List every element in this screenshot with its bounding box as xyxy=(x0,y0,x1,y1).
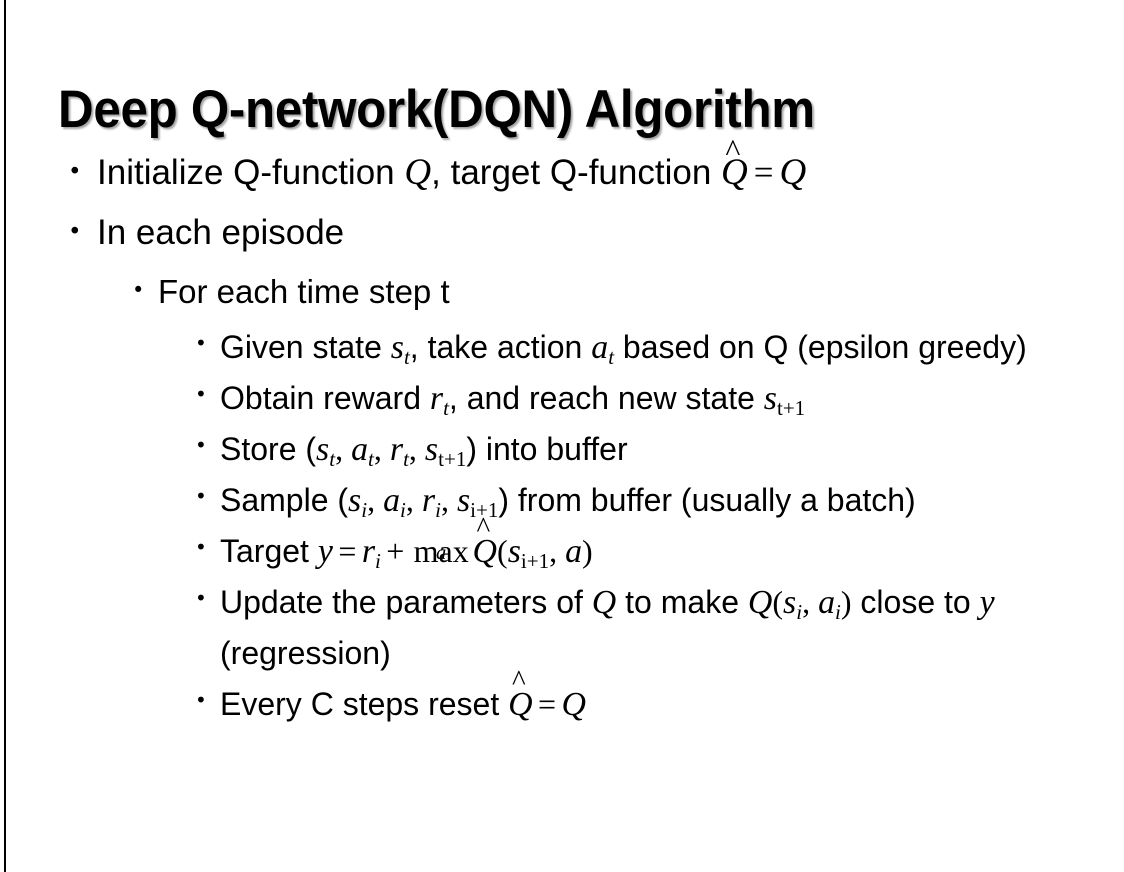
math-subscript: t xyxy=(368,447,374,472)
list-item-initialize: • Initialize Q-function Q, target Q-func… xyxy=(0,133,1124,198)
list-item-text: Every C steps reset ^Q=Q xyxy=(220,665,1124,730)
bullet-dot-icon: • xyxy=(132,278,145,302)
math-var-r: rt xyxy=(429,380,449,421)
math-var-s: st xyxy=(390,329,410,370)
list-item-text: Update the parameters of Q to make Q(si,… xyxy=(220,584,995,671)
math-operator-equals: = xyxy=(753,153,774,192)
circumflex-accent-icon: ^ xyxy=(725,133,741,169)
math-var-s: st xyxy=(316,431,336,472)
list-item-given-state: • Given state st, take action at based o… xyxy=(0,322,1124,373)
circumflex-accent-icon: ^ xyxy=(512,665,526,698)
math-subscript: i+1 xyxy=(520,549,550,574)
bullet-dot-icon: • xyxy=(68,219,82,245)
math-var-r: rt xyxy=(389,431,409,472)
math-subscript: i xyxy=(361,498,368,523)
list-item-text: Initialize Q-function Q, target Q-functi… xyxy=(97,133,1124,198)
list-item-update: • Update the parameters of Q to make Q(s… xyxy=(0,577,1124,679)
circumflex-accent-icon: ^ xyxy=(476,512,491,545)
math-subscript: t+1 xyxy=(438,447,467,472)
math-subscript: i xyxy=(796,600,803,625)
list-item-text: Given state st, take action at based on … xyxy=(220,329,1027,370)
bullet-dot-icon: • xyxy=(195,382,207,406)
math-var-q: Q xyxy=(591,584,617,621)
list-item-sample: • Sample (si, ai, ri, si+1) from buffer … xyxy=(0,475,1124,526)
math-subscript: t xyxy=(329,447,336,472)
list-item-text: For each time step t xyxy=(158,273,450,310)
bullet-dot-icon: • xyxy=(195,586,207,610)
math-var-r: ri xyxy=(421,482,441,523)
bullet-dot-icon: • xyxy=(195,433,207,457)
page-title: Deep Q-network(DQN) Algorithm xyxy=(58,79,815,139)
math-var-s: si xyxy=(783,584,803,625)
bullet-dot-icon: • xyxy=(68,159,82,185)
math-operator-equals: = xyxy=(338,533,357,569)
algorithm-bullet-list: • Initialize Q-function Q, target Q-func… xyxy=(0,133,1124,730)
math-subscript: i+1 xyxy=(470,498,499,523)
list-item-text: Sample (si, ai, ri, si+1) from buffer (u… xyxy=(220,482,916,523)
math-max-limit: a xyxy=(436,541,447,564)
list-item-timestep: • For each time step t xyxy=(0,268,1124,316)
math-var-q: Q xyxy=(404,152,432,193)
math-subscript: t+1 xyxy=(776,396,806,421)
math-var-q-hat: ^Q xyxy=(472,512,498,570)
math-subscript: i xyxy=(375,549,381,574)
math-subscript: i xyxy=(400,498,406,523)
math-subscript: i xyxy=(835,600,841,625)
slide-left-border xyxy=(4,0,6,872)
math-subscript: i xyxy=(435,498,441,523)
math-var-r: ri xyxy=(361,533,381,574)
math-var-y: y xyxy=(317,533,333,570)
math-var-a: at xyxy=(351,431,374,472)
list-item-reset-target: • Every C steps reset ^Q=Q xyxy=(0,665,1124,730)
bullet-dot-icon: • xyxy=(195,535,207,559)
math-var-a: ai xyxy=(383,482,406,523)
math-operator-plus: + xyxy=(386,533,405,569)
list-item-obtain-reward: • Obtain reward rt, and reach new state … xyxy=(0,373,1124,424)
math-var-a: ai xyxy=(818,584,841,625)
math-var-q: Q xyxy=(779,152,807,193)
math-var-s: si xyxy=(348,482,368,523)
math-var-s: si+1 xyxy=(507,533,550,574)
math-var-s: st+1 xyxy=(424,431,467,472)
list-item-text: In each episode xyxy=(97,213,345,252)
math-var-a: at xyxy=(591,329,615,370)
list-item-episode: • In each episode xyxy=(0,208,1124,258)
math-var-y: y xyxy=(979,584,995,621)
bullet-dot-icon: • xyxy=(195,688,207,712)
math-var-q: Q xyxy=(561,686,587,723)
list-item-store: • Store (st, at, rt, st+1) into buffer xyxy=(0,424,1124,475)
math-var-q-hat: ^Q xyxy=(721,133,748,193)
math-var-q: Q xyxy=(747,584,773,621)
math-subscript: t xyxy=(608,345,615,370)
list-item-text: Store (st, at, rt, st+1) into buffer xyxy=(220,431,628,472)
list-item-text: Obtain reward rt, and reach new state st… xyxy=(220,380,806,421)
math-var-s: si+1 xyxy=(456,482,499,523)
math-operator-equals: = xyxy=(538,686,557,722)
bullet-dot-icon: • xyxy=(195,484,207,508)
math-var-q-hat: ^Q xyxy=(508,665,533,723)
math-var-a: a xyxy=(565,533,583,570)
math-subscript: t xyxy=(443,396,449,421)
bullet-dot-icon: • xyxy=(195,331,207,355)
math-subscript: t xyxy=(403,447,409,472)
math-var-s: st+1 xyxy=(763,380,806,421)
math-subscript: t xyxy=(403,345,410,370)
